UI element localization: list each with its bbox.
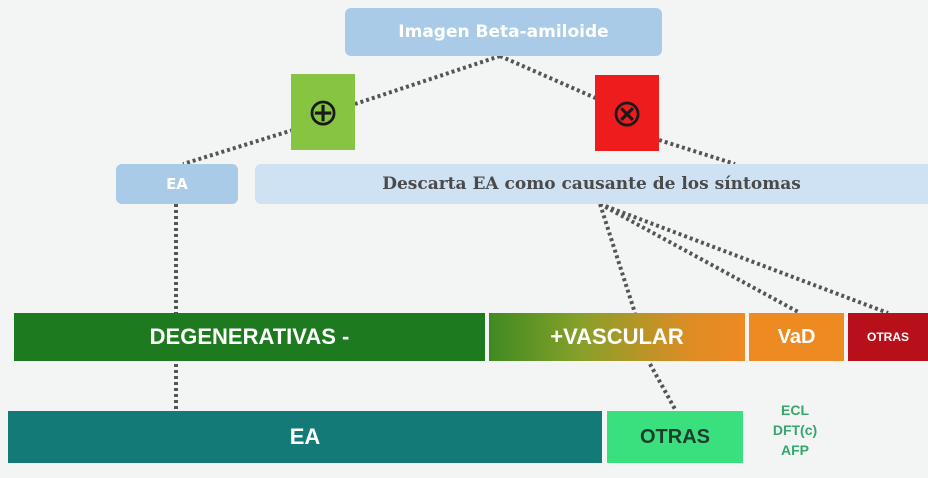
ea-bar: EA [8,411,602,463]
otras-red-bar: OTRAS [848,313,928,361]
diagnosis-afp: AFP [781,442,809,458]
vascular-bar: +VASCULAR [489,313,745,361]
connector-plus-to-ea [182,128,294,166]
otras-green-label: OTRAS [640,425,710,448]
amyloid-imaging-node: Imagen Beta-amiloide [345,8,662,56]
connector-descarta-to-vad [599,202,801,315]
vad-bar: VaD [749,313,844,361]
connector-descarta-to-otras [599,202,889,315]
connector-top-to-times [499,54,601,102]
ea-result-label: EA [166,175,188,193]
negative-circle-times-icon: ⊗ [611,92,643,135]
diagnosis-dft: DFT(c) [772,422,818,438]
diagnosis-ecl: ECL [781,402,809,418]
other-diagnoses-list: ECL DFT(c) AFP [760,400,830,460]
ea-bar-label: EA [289,424,321,449]
otras-green-bar: OTRAS [607,411,743,463]
vascular-label: +VASCULAR [550,324,684,349]
connector-vascular-to-otras [648,363,678,412]
vad-label: VaD [777,325,816,348]
negative-result-box: ⊗ [595,75,659,151]
degenerativas-label: DEGENERATIVAS - [149,324,350,349]
connector-top-to-plus [354,54,501,106]
rule-out-ea-node: Descarta EA como causante de los síntoma… [255,164,928,204]
rule-out-ea-label: Descarta EA como causante de los síntoma… [382,174,801,194]
connector-times-to-descarta [658,138,736,166]
connector-descarta-to-vascular [598,203,637,314]
ea-result-node: EA [116,164,238,204]
amyloid-imaging-label: Imagen Beta-amiloide [398,22,609,42]
otras-red-label: OTRAS [867,330,909,344]
positive-result-box: ⊕ [291,74,355,150]
degenerativas-bar: DEGENERATIVAS - [14,313,485,361]
positive-circle-plus-icon: ⊕ [307,91,339,134]
